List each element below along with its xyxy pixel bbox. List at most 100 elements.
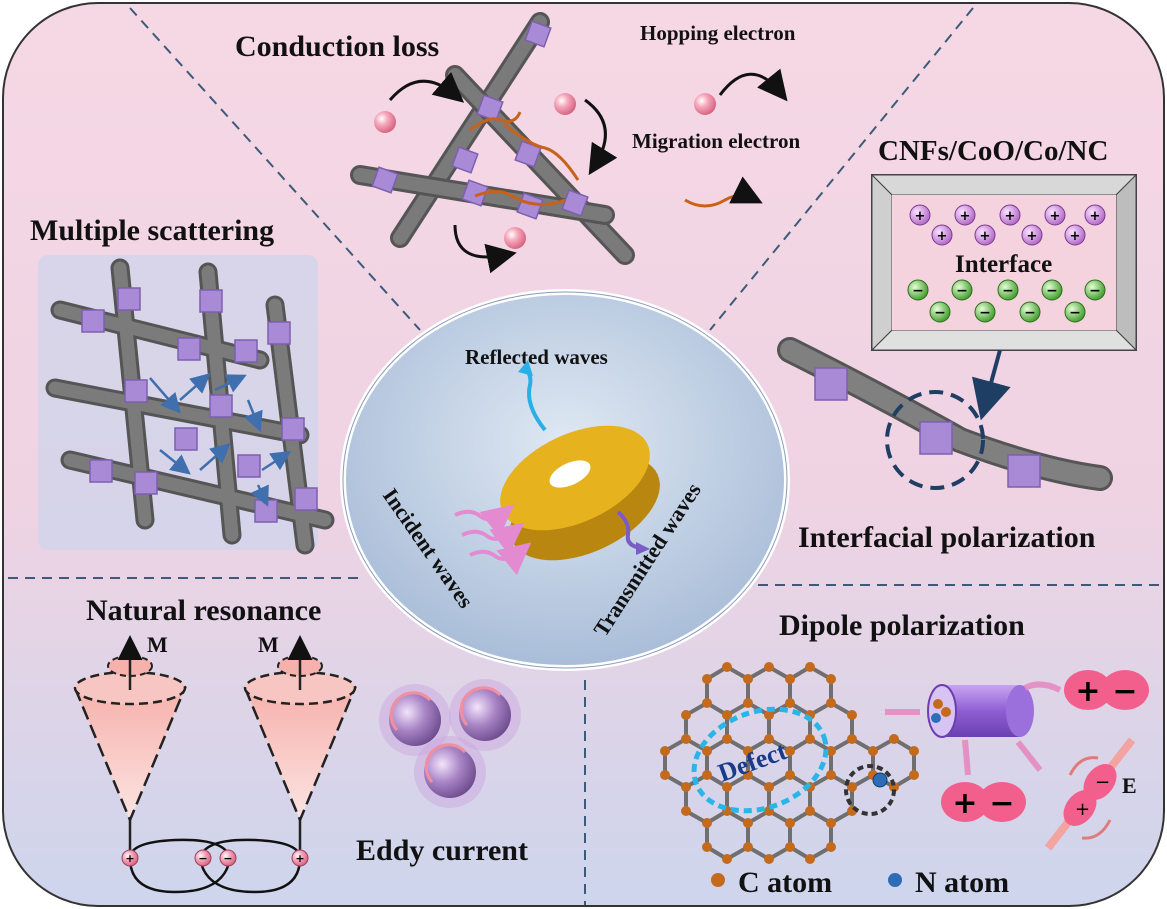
- electron: [554, 93, 576, 115]
- c-atom: [743, 818, 753, 828]
- c-atom: [722, 710, 732, 720]
- svg-text:−: −: [956, 283, 968, 299]
- svg-text:+: +: [1075, 674, 1100, 709]
- hopping-arrows: [388, 71, 618, 274]
- cone-right: [243, 635, 357, 858]
- svg-text:+: +: [125, 852, 134, 865]
- svg-text:−: −: [934, 305, 946, 321]
- rotating-dipole: + −: [1044, 737, 1136, 851]
- negative-charges: − − − − − − − − −: [907, 279, 1106, 323]
- magnetization-label-right: M: [258, 632, 279, 657]
- c-atom: [785, 842, 795, 852]
- c-atom: [681, 806, 691, 816]
- eddy-current-label: Eddy current: [356, 834, 528, 867]
- c-atom: [681, 734, 691, 744]
- multiple-scattering-section: Multiple scattering: [30, 214, 335, 555]
- svg-text:−: −: [198, 852, 207, 865]
- c-atom: [805, 734, 815, 744]
- interface-box: [870, 173, 1138, 352]
- c-atom: [764, 662, 774, 672]
- c-atom: [805, 854, 815, 864]
- c-atom: [909, 770, 919, 780]
- interface-pointer: [972, 349, 1011, 421]
- svg-text:+: +: [1050, 209, 1061, 224]
- svg-text:+: +: [937, 229, 948, 244]
- c-atom: [868, 746, 878, 756]
- svg-text:+: +: [295, 852, 304, 865]
- svg-text:+: +: [1027, 229, 1038, 244]
- c-atom: [743, 698, 753, 708]
- dipole-bottom: + −: [941, 782, 1026, 822]
- migration-electron-label: Migration electron: [632, 129, 800, 153]
- c-atom: [743, 842, 753, 852]
- dipole-cylinder: [927, 684, 1034, 738]
- c-atom: [847, 782, 857, 792]
- magnetization-label-left: M: [147, 632, 168, 657]
- natural-resonance-section: Natural resonance M M + − − +: [73, 594, 528, 894]
- c-atom: [681, 782, 691, 792]
- eddy-spheres: [379, 679, 521, 808]
- n-atom-label: N atom: [915, 866, 1009, 899]
- c-atom: [702, 770, 712, 780]
- electrons: [374, 93, 576, 249]
- svg-text:+: +: [915, 209, 926, 224]
- defect-ring: [691, 706, 829, 814]
- graphene-lattice: [660, 662, 919, 864]
- circuit-charges: + − − +: [121, 849, 309, 867]
- c-atom: [826, 698, 836, 708]
- transmitted-wave-arrow: [616, 510, 641, 550]
- c-atom: [785, 818, 795, 828]
- c-atom: [764, 782, 774, 792]
- fiber-segment-cubes: [814, 367, 1041, 488]
- conduction-loss-title: Conduction loss: [235, 30, 439, 63]
- dipole-polarization-section: Dipole polarization Defect + −: [660, 609, 1149, 899]
- cone-left: [73, 635, 187, 858]
- reflected-waves-label: Reflected waves: [465, 345, 608, 369]
- c-atom: [702, 746, 712, 756]
- n-defect-ring: [844, 764, 896, 816]
- c-atom: [702, 818, 712, 828]
- natural-resonance-title: Natural resonance: [86, 594, 321, 627]
- field-label: E: [1122, 773, 1137, 798]
- c-atom: [826, 674, 836, 684]
- c-atom: [681, 710, 691, 720]
- c-atom: [826, 770, 836, 780]
- c-atom: [826, 818, 836, 828]
- c-atom-label: C atom: [738, 866, 832, 899]
- svg-text:−: −: [1112, 674, 1137, 709]
- c-atom: [722, 734, 732, 744]
- ring-absorber: [500, 425, 660, 561]
- incident-wave-arrows: [454, 504, 532, 576]
- atom-legend: C atom N atom: [711, 866, 1009, 899]
- svg-text:+: +: [1005, 209, 1016, 224]
- svg-text:−: −: [1002, 283, 1014, 299]
- dipole-polarization-title: Dipole polarization: [779, 609, 1025, 642]
- interface-label: Interface: [955, 251, 1052, 278]
- svg-text:−: −: [912, 283, 924, 299]
- scattering-arrows: [149, 373, 292, 507]
- polarization-arrows: [885, 681, 1062, 776]
- svg-text:+: +: [952, 786, 977, 821]
- svg-text:−: −: [1046, 283, 1058, 299]
- c-atom: [764, 734, 774, 744]
- migration-paths: [469, 111, 580, 206]
- hopping-electron-label: Hopping electron: [640, 21, 796, 45]
- c-atom: [764, 710, 774, 720]
- c-atom: [785, 698, 795, 708]
- c-atom: [722, 854, 732, 864]
- composite-title: CNFs/CoO/Co/NC: [878, 135, 1108, 167]
- c-atom-legend-icon: [711, 873, 725, 887]
- svg-text:−: −: [1095, 772, 1110, 793]
- c-atom: [847, 734, 857, 744]
- svg-text:+: +: [980, 229, 991, 244]
- section-dividers: [8, 7, 1160, 905]
- c-atom: [785, 746, 795, 756]
- electron: [504, 227, 526, 249]
- c-atom: [805, 806, 815, 816]
- svg-text:+: +: [960, 209, 971, 224]
- c-atom: [660, 746, 670, 756]
- c-atom: [785, 770, 795, 780]
- svg-text:−: −: [1089, 283, 1101, 299]
- c-atom: [702, 698, 712, 708]
